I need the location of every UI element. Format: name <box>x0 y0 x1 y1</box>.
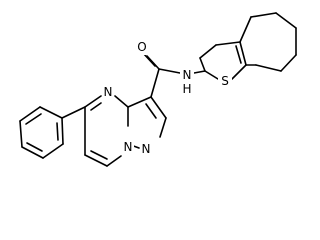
bond <box>127 96 152 108</box>
pyrimidine-ring <box>84 95 129 167</box>
bond <box>25 113 42 125</box>
atom-n-pyrazole: N <box>140 142 152 157</box>
atom-h-amide-label: H <box>182 82 191 96</box>
atom-o-carbonyl-label: O <box>137 40 146 54</box>
bond <box>150 96 167 119</box>
bond <box>84 154 108 167</box>
bond <box>39 106 63 119</box>
bond <box>114 95 129 108</box>
bond <box>90 102 102 111</box>
bond <box>255 64 282 72</box>
atom-n-bridge: N <box>122 140 134 155</box>
bond <box>204 70 219 80</box>
bond <box>142 52 156 67</box>
bond <box>158 68 181 74</box>
atom-n-pyrazole-label: N <box>142 142 151 156</box>
bond <box>239 41 247 66</box>
atom-n-pyrimidine-label: N <box>104 85 113 99</box>
bond <box>146 55 160 70</box>
bond <box>215 41 241 46</box>
bond <box>61 106 86 119</box>
cycloheptane-ring <box>239 12 297 72</box>
bond <box>239 16 252 43</box>
bond <box>199 57 206 72</box>
bond <box>61 117 64 145</box>
bond <box>193 70 206 74</box>
bond <box>275 12 297 29</box>
bond <box>280 54 297 72</box>
thiophene-ring <box>199 41 247 80</box>
bond <box>231 64 247 80</box>
bond <box>159 117 167 138</box>
carboxamide-group <box>142 52 206 98</box>
bond <box>84 95 102 108</box>
atom-n-bridge-label: N <box>124 140 133 154</box>
chemical-structure-diagram: N N N O N H S <box>19 12 297 167</box>
bond <box>150 68 160 98</box>
bond <box>19 120 23 148</box>
bond <box>19 106 41 122</box>
atom-s-thiophene-label: S <box>221 74 229 88</box>
bond <box>199 44 217 59</box>
atom-o-carbonyl: O <box>136 39 148 55</box>
bond <box>145 103 157 119</box>
atom-s-thiophene: S <box>218 73 232 89</box>
bond <box>90 150 108 160</box>
bond <box>235 45 242 64</box>
bond <box>106 155 122 167</box>
phenyl-ring <box>19 106 64 159</box>
atom-n-pyrimidine: N <box>102 85 114 100</box>
bond <box>250 12 277 18</box>
bond <box>26 142 43 152</box>
bond <box>21 146 44 159</box>
atom-nh-amide: N H <box>180 68 194 96</box>
bond <box>56 122 59 141</box>
bond <box>42 143 64 159</box>
atom-n-amide-label: N <box>183 68 192 82</box>
